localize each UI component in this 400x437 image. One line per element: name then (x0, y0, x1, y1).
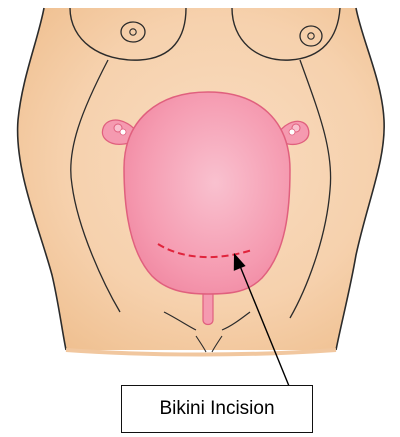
incision-label-text: Bikini Incision (159, 398, 274, 420)
uterus-illustration (124, 92, 290, 294)
incision-label: Bikini Incision (121, 385, 313, 433)
